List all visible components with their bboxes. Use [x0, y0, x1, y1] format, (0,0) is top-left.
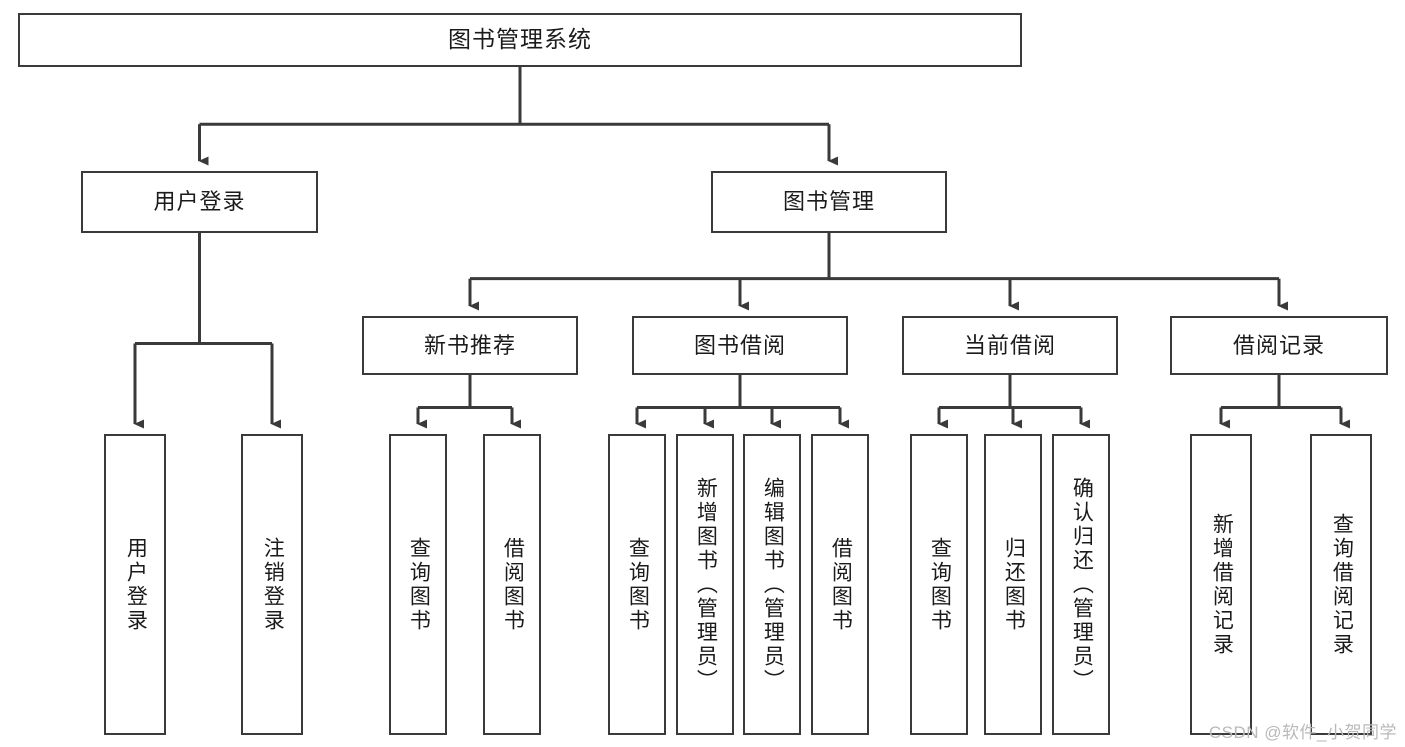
node-book-manage[interactable]: 图书管理	[711, 171, 947, 233]
node-leaf-query-book-rec[interactable]: 查询图书	[389, 434, 447, 735]
node-label: 图书借阅	[693, 332, 786, 358]
node-leaf-confirm-return-admin[interactable]: 确认归还（管理员）	[1052, 434, 1110, 735]
node-current-borrow[interactable]: 当前借阅	[902, 316, 1118, 375]
node-leaf-query-book-borrow[interactable]: 查询图书	[608, 434, 666, 735]
node-leaf-user-login[interactable]: 用户登录	[104, 434, 166, 735]
node-label: 查询图书	[407, 536, 431, 633]
node-book-borrow[interactable]: 图书借阅	[632, 316, 848, 375]
node-leaf-edit-book-admin[interactable]: 编辑图书（管理员）	[743, 434, 801, 735]
node-label: 查询借阅记录	[1330, 512, 1354, 657]
node-leaf-borrow-book[interactable]: 借阅图书	[811, 434, 869, 735]
node-label: 归还图书	[1002, 536, 1026, 633]
node-leaf-user-logout[interactable]: 注销登录	[241, 434, 303, 735]
watermark-label: CSDN @软件_小贺同学	[1208, 723, 1397, 742]
node-label: 用户登录	[124, 536, 148, 633]
node-label: 注销登录	[261, 536, 285, 633]
node-user-login[interactable]: 用户登录	[81, 171, 318, 233]
node-new-book-recommend[interactable]: 新书推荐	[362, 316, 578, 375]
node-leaf-add-book-admin[interactable]: 新增图书（管理员）	[676, 434, 734, 735]
node-leaf-add-borrow-record[interactable]: 新增借阅记录	[1190, 434, 1252, 735]
node-label: 借阅图书	[829, 536, 853, 633]
node-label: 查询图书	[626, 536, 650, 633]
node-label: 编辑图书（管理员）	[761, 476, 785, 693]
node-leaf-query-book-cur[interactable]: 查询图书	[910, 434, 968, 735]
node-label: 图书管理	[782, 189, 875, 215]
node-label: 用户登录	[153, 189, 246, 215]
node-label: 借阅记录	[1232, 332, 1325, 358]
node-label: 新书推荐	[423, 332, 516, 358]
node-leaf-query-borrow-record[interactable]: 查询借阅记录	[1310, 434, 1372, 735]
node-label: 当前借阅	[963, 332, 1056, 358]
node-borrow-record[interactable]: 借阅记录	[1170, 316, 1388, 375]
node-root[interactable]: 图书管理系统	[18, 13, 1022, 67]
node-label: 确认归还（管理员）	[1070, 476, 1094, 693]
node-label: 图书管理系统	[448, 26, 592, 53]
node-label: 借阅图书	[501, 536, 525, 633]
node-label: 新增借阅记录	[1210, 512, 1234, 657]
node-leaf-return-book[interactable]: 归还图书	[984, 434, 1042, 735]
node-label: 查询图书	[928, 536, 952, 633]
node-leaf-borrow-book-rec[interactable]: 借阅图书	[483, 434, 541, 735]
node-label: 新增图书（管理员）	[694, 476, 718, 693]
